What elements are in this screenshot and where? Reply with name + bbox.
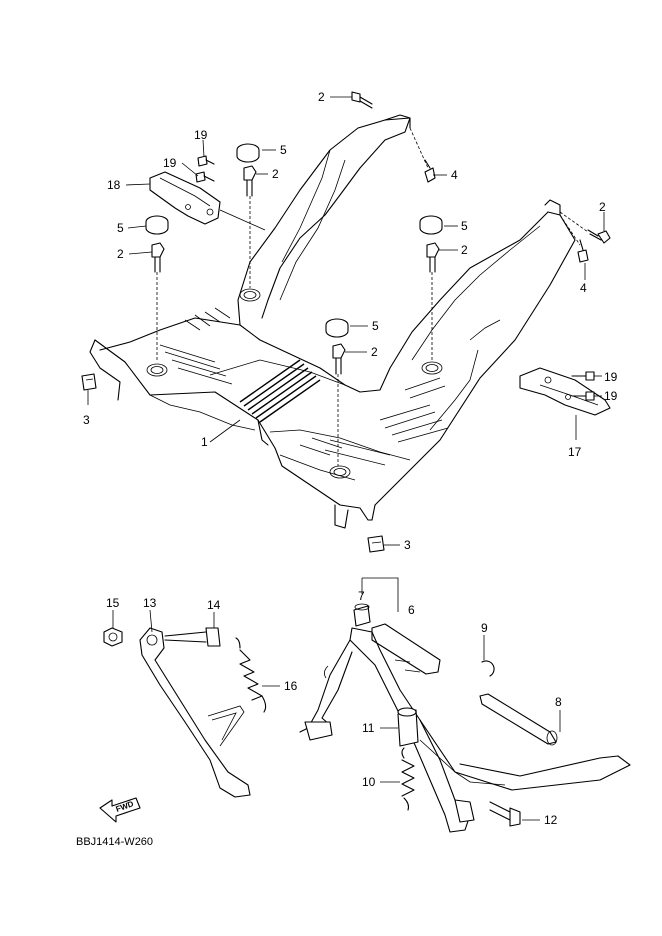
callout-c2d: 2 <box>599 200 606 214</box>
callout-c6: 6 <box>408 603 415 617</box>
callout-c5d: 5 <box>372 319 379 333</box>
callout-c19c: 19 <box>604 370 618 384</box>
screw-19-c <box>571 371 595 381</box>
bushing-7 <box>353 603 371 627</box>
collar-11 <box>397 707 419 747</box>
shaft-8 <box>479 693 558 746</box>
callout-c18: 18 <box>107 178 121 192</box>
bracket-18 <box>149 171 221 225</box>
callout-c19b: 19 <box>163 156 177 170</box>
cap-5-d <box>325 318 349 338</box>
callout-c19a: 19 <box>194 128 208 142</box>
floor-panel <box>89 114 576 529</box>
screw-19-b <box>195 171 215 183</box>
screw-19-a <box>197 155 215 167</box>
callout-c9: 9 <box>481 621 488 635</box>
fwd-arrow-icon: FWD <box>99 797 141 823</box>
callout-c5c: 5 <box>461 219 468 233</box>
callout-c4a: 4 <box>451 168 458 182</box>
callout-c19d: 19 <box>604 389 618 403</box>
callout-c3a: 3 <box>83 413 90 427</box>
cap-5-c <box>419 215 443 235</box>
callout-c5b: 5 <box>117 221 124 235</box>
callout-c15: 15 <box>106 596 120 610</box>
cap-5-b <box>145 215 169 235</box>
floor-hatch <box>239 359 321 423</box>
callout-c5a: 5 <box>280 143 287 157</box>
circlip-9 <box>481 660 495 677</box>
callout-c2a: 2 <box>318 90 325 104</box>
clip-3-bottom <box>367 535 385 553</box>
callouts: 2 19 5 19 2 4 18 5 2 2 5 2 4 5 2 19 19 3… <box>83 90 618 827</box>
callout-c2b: 2 <box>272 167 279 181</box>
callout-c7: 7 <box>358 589 365 603</box>
callout-c8: 8 <box>555 695 562 709</box>
spring-10 <box>401 747 415 811</box>
main-stand <box>299 623 631 833</box>
bolt-12 <box>489 801 521 827</box>
cap-5-a <box>236 143 260 163</box>
callout-c2e: 2 <box>461 243 468 257</box>
bolt-2-right-tall <box>426 242 440 273</box>
nut-15 <box>103 627 123 647</box>
bolt-2-upper <box>243 165 257 197</box>
screw-4-b <box>577 239 589 263</box>
callout-c13: 13 <box>143 596 157 610</box>
callout-c2c: 2 <box>117 247 124 261</box>
callout-c10: 10 <box>362 775 376 789</box>
callout-c1: 1 <box>201 435 208 449</box>
callout-c11: 11 <box>362 721 375 735</box>
callout-c3b: 3 <box>404 538 411 552</box>
diagram-code: BBJ1414-W260 <box>76 836 154 848</box>
bolt-2-top <box>351 91 373 109</box>
screw-19-d <box>571 391 595 401</box>
bolt-2-left <box>151 242 165 273</box>
bracket-17 <box>519 367 611 416</box>
callout-c12: 12 <box>544 813 558 827</box>
callout-c4b: 4 <box>580 281 587 295</box>
callout-c16: 16 <box>284 679 298 693</box>
callout-c17: 17 <box>568 445 582 459</box>
clip-3-left <box>81 373 97 391</box>
spring-16 <box>235 637 267 713</box>
bolt-2-far-right <box>587 229 611 244</box>
callout-c2f: 2 <box>371 345 378 359</box>
bolt-2-center <box>332 343 346 375</box>
bolt-14 <box>164 627 221 647</box>
leader-lines <box>87 96 605 821</box>
side-stand <box>139 627 251 798</box>
callout-c14: 14 <box>207 598 221 612</box>
screw-4-a <box>424 159 436 183</box>
